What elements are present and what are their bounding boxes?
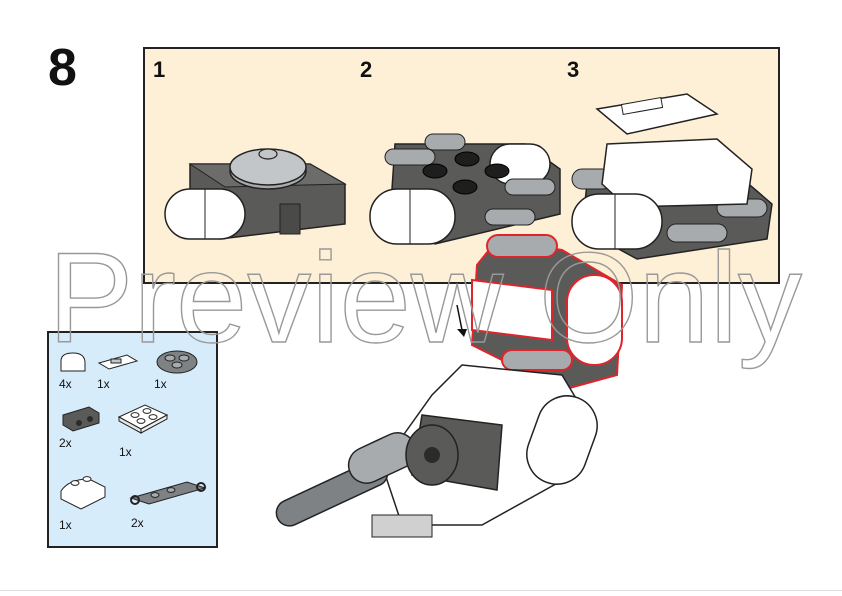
part-qty-3: 1x [154,377,167,391]
part-qty-5: 1x [119,445,132,459]
substep-panel: 1 2 3 [143,47,780,284]
substep-1-model [164,148,347,240]
substep-2-model [369,133,561,245]
highlighted-subassembly [470,234,624,392]
parts-list-panel: 4x 1x 1x 2x 1x 1x 2x [47,331,218,548]
substep-2-label: 2 [360,57,373,82]
dark-gray-bracket-icon [62,406,100,432]
part-qty-4: 2x [59,436,72,450]
white-tile-clip-icon [97,354,139,370]
substep-3-label: 3 [567,57,580,82]
part-qty-1: 4x [59,377,72,391]
placement-arrow [456,304,463,331]
white-rounded-slope-icon [60,352,86,372]
white-curved-slope-icon [60,476,106,510]
part-qty-6: 1x [59,518,72,532]
gray-round-plate-icon [156,350,198,374]
white-plate-2x2-icon [117,404,169,434]
substep-3-model [571,93,773,260]
step-number: 8 [48,39,77,97]
part-qty-7: 2x [131,516,144,530]
gray-plate-with-clips-icon [129,481,207,505]
substep-1-label: 1 [153,57,166,82]
part-qty-2: 1x [97,377,110,391]
page-footer-divider [0,590,842,591]
main-assembly-model [275,234,624,538]
